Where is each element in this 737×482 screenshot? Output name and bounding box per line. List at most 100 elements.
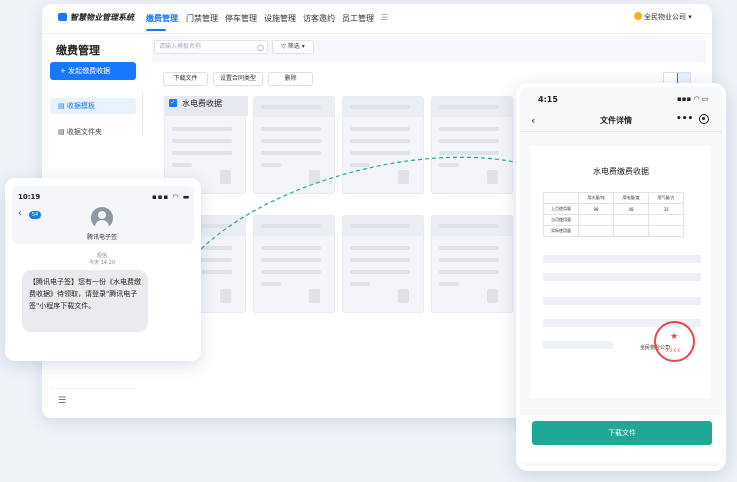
table-cell: 48 xyxy=(613,203,649,215)
collapse-menu-icon[interactable]: ☰ xyxy=(58,396,67,406)
search-placeholder: 请输入模板名称 xyxy=(159,43,202,50)
company-name: 全民物业公司 ▾ xyxy=(644,13,692,21)
table-cell: 实际使用量 xyxy=(543,225,579,237)
nav-parking[interactable]: 停车管理 xyxy=(225,14,257,23)
set-contract-type-button[interactable]: 设置合同类型 xyxy=(213,72,263,86)
table-header: 用电量/度 xyxy=(613,192,649,204)
placeholder-line xyxy=(261,127,321,131)
table-header: 用水量/吨 xyxy=(578,192,614,204)
back-arrow-icon[interactable]: ‹ xyxy=(531,114,536,127)
logo-text: 智慧物业管理系统 xyxy=(70,13,134,22)
app-logo[interactable]: 智慧物业管理系统 xyxy=(58,12,134,23)
placeholder-block xyxy=(487,289,498,303)
table-cell: 上月使用量 xyxy=(543,203,579,215)
table-cell xyxy=(543,192,579,204)
placeholder-line xyxy=(350,258,410,262)
placeholder-line xyxy=(172,127,232,131)
table-cell xyxy=(578,225,614,237)
placeholder-block xyxy=(398,170,409,184)
company-seal: ★XXXX xyxy=(654,321,695,362)
filter-button[interactable]: ▽ 筛选 ▾ xyxy=(272,40,314,54)
template-card[interactable] xyxy=(342,96,424,194)
placeholder-line xyxy=(543,297,701,305)
placeholder-line xyxy=(350,270,410,274)
unread-badge: 54 xyxy=(29,211,41,219)
more-menu-icon[interactable]: ••• xyxy=(676,114,694,124)
table-cell: 33 xyxy=(648,203,684,215)
close-target-icon[interactable] xyxy=(699,114,709,124)
placeholder-line xyxy=(172,258,232,262)
table-row: 当月使用量 xyxy=(543,214,684,226)
search-input[interactable]: 请输入模板名称 ○ xyxy=(154,40,268,54)
sidebar-item-label: 收据文件夹 xyxy=(66,128,102,136)
doc-page-title: 文件详情 xyxy=(600,116,632,125)
sms-message-bubble[interactable]: 【腾讯电子签】您有一份《水电费缴费收据》待领取，请登录"腾讯电子签"小程序下载文… xyxy=(22,270,148,332)
avatar[interactable] xyxy=(91,207,113,229)
placeholder-line xyxy=(439,270,499,274)
sidebar-divider xyxy=(50,388,136,389)
placeholder-line xyxy=(172,163,192,167)
avatar-head xyxy=(98,211,106,219)
delete-button[interactable]: 删除 xyxy=(268,72,313,86)
placeholder-line xyxy=(439,258,499,262)
card-title: 水电费收据 xyxy=(182,99,222,108)
sms-status-time: 10:19 xyxy=(18,193,41,201)
placeholder-line xyxy=(543,341,613,349)
template-card[interactable] xyxy=(342,215,424,313)
template-card[interactable] xyxy=(253,215,335,313)
placeholder-line xyxy=(350,163,370,167)
table-cell: 当月使用量 xyxy=(543,214,579,226)
placeholder-line xyxy=(439,246,499,250)
placeholder-line xyxy=(172,151,232,155)
nav-visitor[interactable]: 访客邀约 xyxy=(303,14,335,23)
back-arrow-icon[interactable]: ‹ xyxy=(18,208,22,219)
create-receipt-button[interactable]: + 发起缴费收据 xyxy=(50,62,136,80)
placeholder-line xyxy=(543,273,701,281)
sidebar-item-templates[interactable]: ▤ 收据模板 xyxy=(50,98,136,114)
placeholder-line xyxy=(172,270,232,274)
template-card[interactable] xyxy=(253,96,335,194)
sidebar-scrollbar[interactable] xyxy=(142,92,143,136)
placeholder-line xyxy=(439,151,499,155)
nav-access[interactable]: 门禁管理 xyxy=(186,14,218,23)
sidebar-item-folder[interactable]: ▤ 收据文件夹 xyxy=(58,128,102,136)
template-card[interactable] xyxy=(431,96,513,194)
placeholder-line xyxy=(261,163,281,167)
nav-facility[interactable]: 设施管理 xyxy=(264,14,296,23)
sender-name: 腾讯电子签 xyxy=(86,234,117,241)
card-checkbox[interactable]: ✓ xyxy=(169,99,177,107)
download-file-button[interactable]: 下载文件 xyxy=(163,72,208,86)
company-selector[interactable]: 全民物业公司 ▾ xyxy=(634,12,692,22)
placeholder-block xyxy=(220,170,231,184)
placeholder-block xyxy=(398,289,409,303)
page-title: 缴费管理 xyxy=(56,44,100,57)
placeholder-line xyxy=(261,151,321,155)
placeholder-block xyxy=(487,170,498,184)
placeholder-block xyxy=(220,289,231,303)
nav-active-indicator xyxy=(146,29,166,31)
table-cell xyxy=(648,225,684,237)
placeholder-line xyxy=(172,139,232,143)
placeholder-line xyxy=(350,127,410,131)
placeholder-line xyxy=(261,258,321,262)
nav-billing[interactable]: 缴费管理 xyxy=(146,14,178,23)
placeholder-line xyxy=(350,282,370,286)
placeholder-line xyxy=(261,105,321,109)
star-icon: ★ xyxy=(670,332,679,342)
nav-staff[interactable]: 员工管理 xyxy=(342,14,374,23)
search-icon[interactable]: ○ xyxy=(257,43,264,52)
placeholder-block xyxy=(309,289,320,303)
table-cell: 98 xyxy=(578,203,614,215)
placeholder-line xyxy=(261,246,321,250)
table-header: 用气量/方 xyxy=(648,192,684,204)
placeholder-line xyxy=(439,105,499,109)
template-card[interactable] xyxy=(431,215,513,313)
nav-more-icon[interactable]: ☰ xyxy=(381,13,389,22)
document-paper xyxy=(531,146,711,398)
target-dot xyxy=(702,117,705,120)
placeholder-line xyxy=(261,224,321,228)
grid-view-icon[interactable] xyxy=(677,73,690,83)
download-file-button[interactable]: 下载文件 xyxy=(532,421,712,445)
